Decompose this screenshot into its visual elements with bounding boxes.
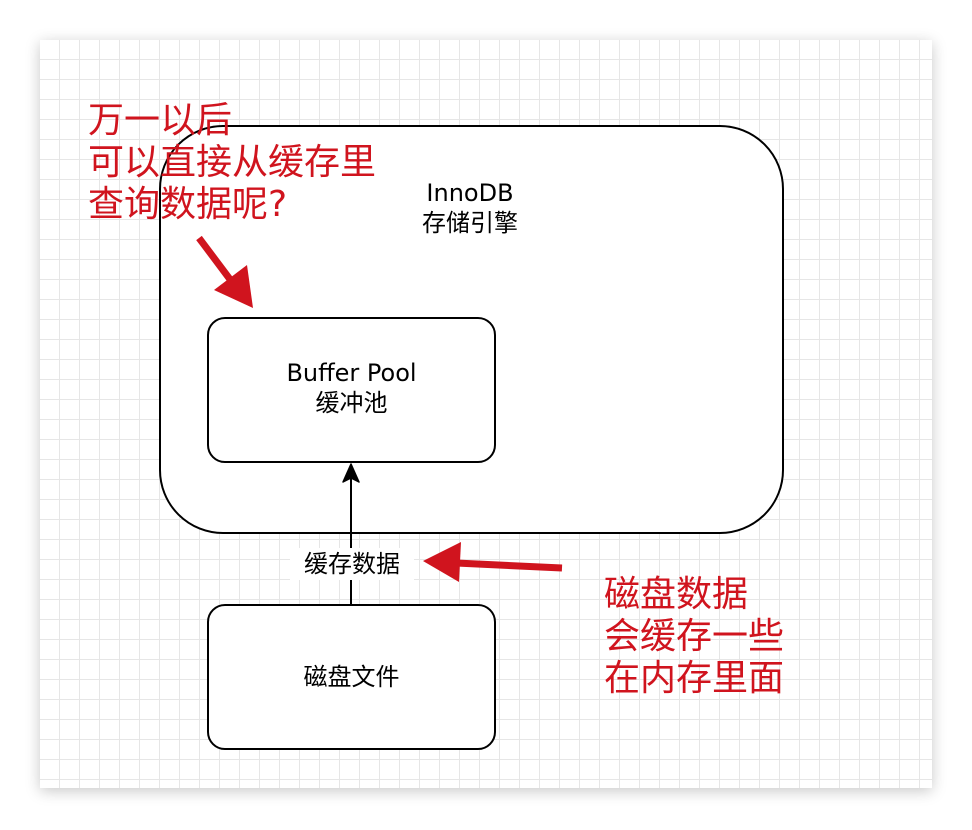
bottom-annotation-line: 会缓存一些	[604, 616, 785, 657]
engine-subtitle: 存储引擎	[422, 209, 518, 237]
buffer-pool-subtitle: 缓冲池	[315, 389, 388, 417]
top-annotation: 万一以后 可以直接从缓存里 查询数据呢?	[88, 100, 376, 226]
top-annotation-line: 查询数据呢?	[88, 184, 288, 225]
innodb-engine-label: InnoDB 存储引擎	[360, 178, 580, 238]
top-annotation-line: 可以直接从缓存里	[88, 142, 377, 183]
buffer-pool-name: Buffer Pool	[286, 359, 417, 387]
disk-file-box[interactable]	[207, 604, 496, 750]
buffer-pool-label: Buffer Pool 缓冲池	[207, 358, 496, 418]
top-annotation-line: 万一以后	[88, 100, 233, 141]
buffer-pool-box[interactable]	[207, 317, 496, 463]
disk-file-label: 磁盘文件	[303, 663, 400, 691]
bottom-annotation: 磁盘数据 会缓存一些 在内存里面	[604, 574, 784, 700]
bottom-annotation-line: 磁盘数据	[604, 574, 749, 615]
bottom-annotation-line: 在内存里面	[604, 658, 785, 699]
cached-data-edge-label: 缓存数据	[290, 548, 414, 580]
engine-name: InnoDB	[426, 179, 514, 207]
